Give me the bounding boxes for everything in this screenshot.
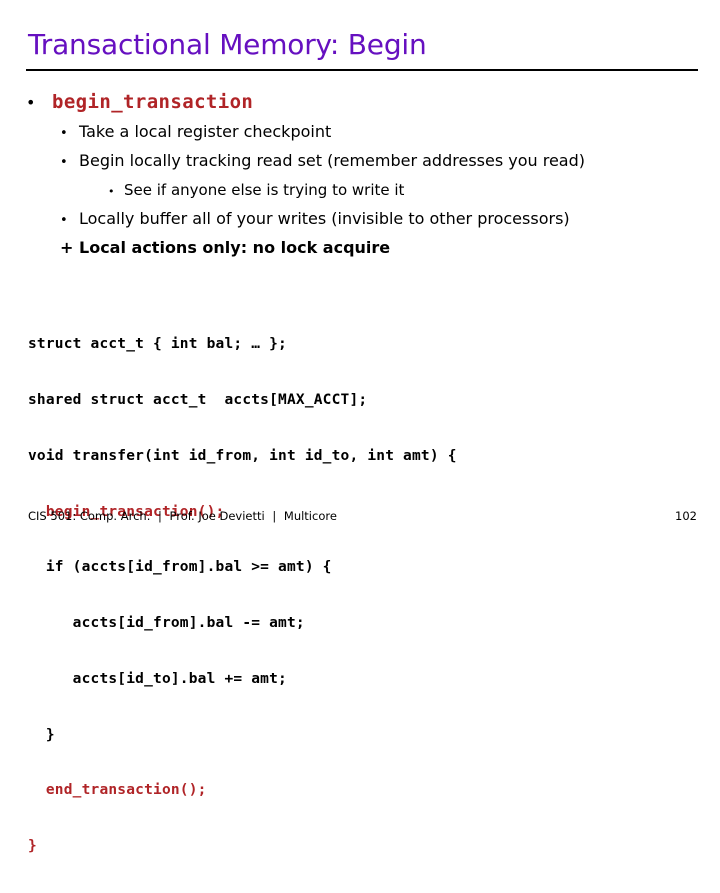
bullet-marker-icon: • bbox=[60, 126, 68, 141]
page-title: Transactional Memory: Begin bbox=[28, 28, 427, 61]
list-item: • Locally buffer all of your writes (inv… bbox=[60, 206, 702, 234]
list-item: + Local actions only: no lock acquire bbox=[60, 235, 702, 261]
code-line: } bbox=[28, 726, 55, 743]
code-block: struct acct_t { int bal; … }; shared str… bbox=[28, 298, 688, 893]
code-line: accts[id_to].bal += amt; bbox=[28, 670, 287, 687]
code-line: } bbox=[28, 838, 37, 855]
bullet-marker-icon: • bbox=[26, 93, 36, 112]
footer-course: CIS 501: Comp. Arch. bbox=[28, 509, 151, 523]
bullet-marker-icon: • bbox=[60, 155, 68, 170]
title-divider bbox=[26, 69, 698, 71]
code-line: struct acct_t { int bal; … }; bbox=[28, 336, 287, 353]
list-item: • See if anyone else is trying to write … bbox=[108, 177, 702, 205]
footer-separator: | bbox=[272, 509, 277, 523]
code-line: void transfer(int id_from, int id_to, in… bbox=[28, 447, 457, 464]
footer-separator: | bbox=[158, 509, 162, 523]
code-line: end_transaction(); bbox=[28, 782, 207, 799]
page-number: 102 bbox=[675, 509, 697, 523]
slide: Transactional Memory: Begin • begin_tran… bbox=[26, 28, 702, 854]
code-line: shared struct acct_t accts[MAX_ACCT]; bbox=[28, 391, 368, 408]
slide-footer: CIS 501: Comp. Arch. | Prof. Joe Deviett… bbox=[28, 508, 337, 524]
bullet-list: • begin_transaction • Take a local regis… bbox=[26, 88, 702, 262]
list-item-label: Locally buffer all of your writes (invis… bbox=[79, 209, 570, 228]
bullet-marker-icon: • bbox=[108, 185, 115, 198]
bullet-marker-icon: • bbox=[60, 213, 68, 228]
code-line: accts[id_from].bal -= amt; bbox=[28, 615, 305, 632]
list-item: • Take a local register checkpoint bbox=[60, 119, 702, 147]
list-item-label: See if anyone else is trying to write it bbox=[124, 181, 405, 199]
list-item-label: Take a local register checkpoint bbox=[79, 122, 332, 141]
code-line: begin_transaction(); bbox=[28, 503, 225, 520]
list-item-label: Begin locally tracking read set (remembe… bbox=[79, 151, 586, 170]
plus-marker-icon: + bbox=[60, 238, 74, 257]
list-item-label: begin_transaction bbox=[52, 91, 254, 113]
list-item: • Begin locally tracking read set (remem… bbox=[60, 148, 702, 176]
footer-topic: Multicore bbox=[283, 509, 337, 523]
code-line: if (accts[id_from].bal >= amt) { bbox=[28, 559, 332, 576]
list-item: • begin_transaction bbox=[26, 88, 702, 117]
footer-instructor: Prof. Joe Devietti bbox=[169, 509, 265, 523]
list-item-label: Local actions only: no lock acquire bbox=[79, 238, 391, 257]
